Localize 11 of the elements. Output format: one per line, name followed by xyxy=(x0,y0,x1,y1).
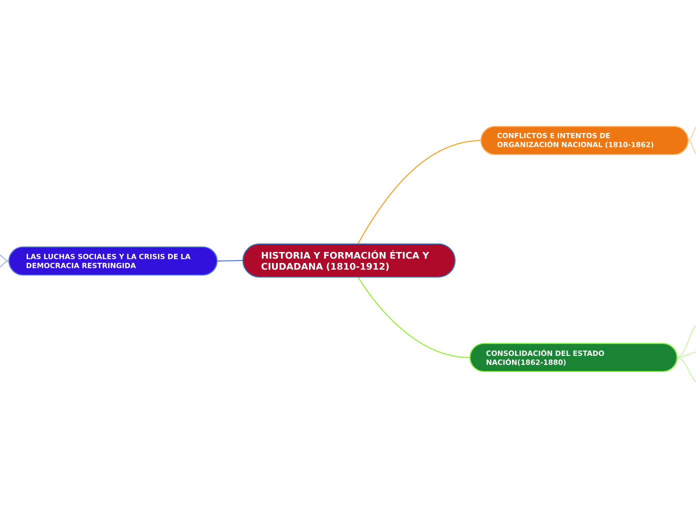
branch-line xyxy=(676,357,696,382)
branch-line xyxy=(0,260,10,268)
central-topic-box: HISTORIA Y FORMACIÓN ÉTICA Y CIUDADANA (1810-1912) xyxy=(242,243,456,278)
branch-line xyxy=(216,260,244,262)
branch-line xyxy=(688,140,696,154)
branch-line xyxy=(676,352,696,358)
branch-line xyxy=(0,254,10,262)
branch-line xyxy=(676,326,696,358)
branch-line xyxy=(688,126,696,141)
branch-line xyxy=(358,140,482,244)
branch-line xyxy=(358,276,470,358)
